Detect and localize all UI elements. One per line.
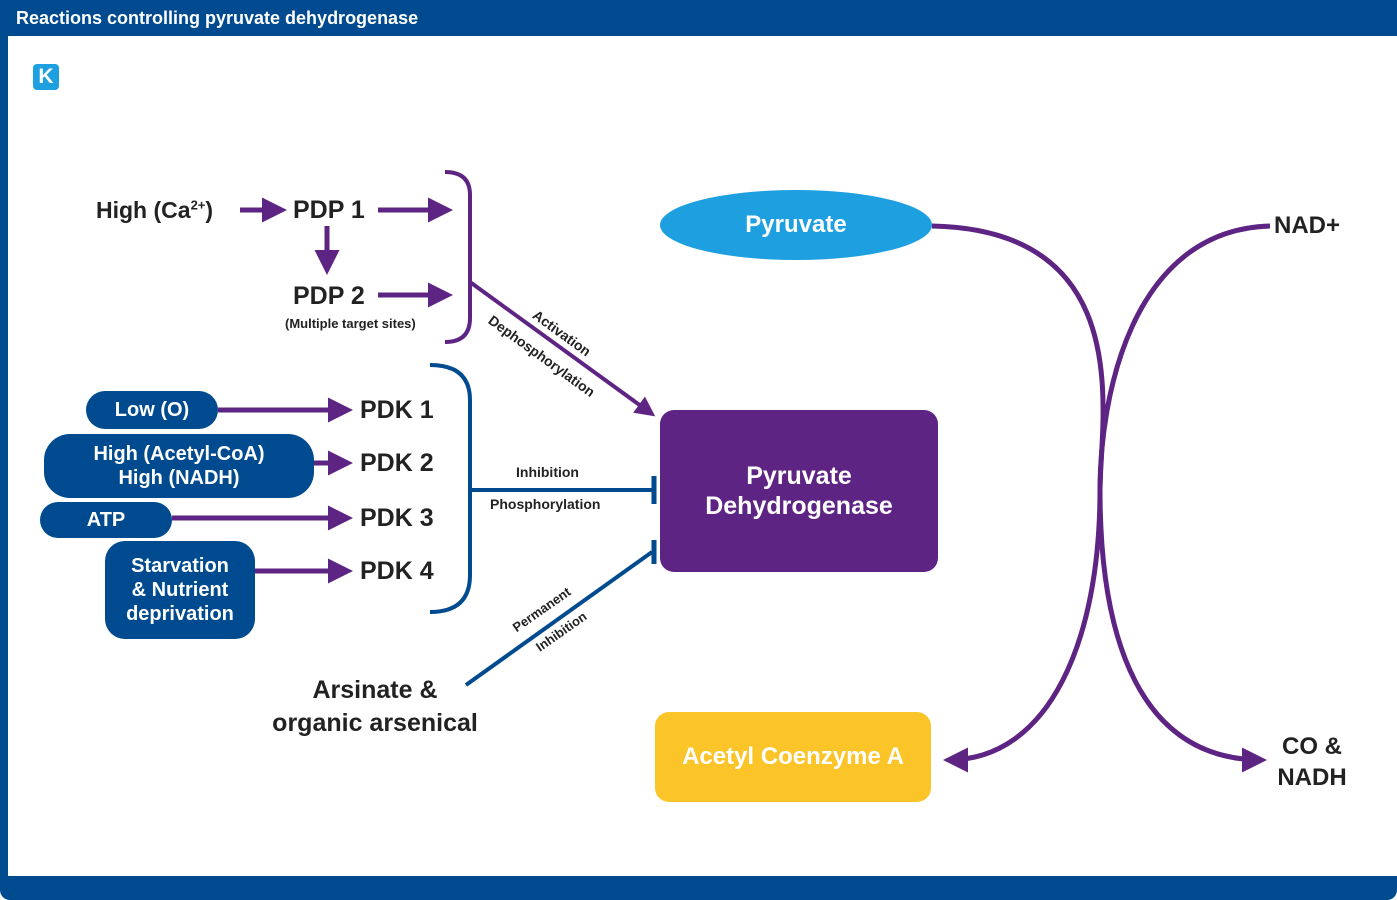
arsinate-line-1: Arsinate & (312, 676, 438, 704)
pyruvate-to-acetylcoa-curve (931, 223, 1106, 773)
phosphorylation-label: Phosphorylation (490, 496, 601, 512)
pdp-bracket (444, 170, 472, 344)
starvation-text-2: & Nutrient (131, 579, 229, 601)
pyruvate-node: Pyruvate (660, 190, 932, 260)
panel-label: K (33, 64, 59, 90)
nadh-high-text: High (NADH) (118, 467, 240, 489)
high-ca-label: High (Ca2+) (96, 197, 214, 223)
arsinate-label: Arsinate & organic arsenical (255, 674, 495, 739)
activation-arrow (468, 280, 656, 417)
frame-left-border (0, 36, 8, 888)
co-nadh-label: CO & NADH (1262, 731, 1362, 793)
co-line: CO & (1282, 733, 1342, 760)
pdk1-label: PDK 1 (360, 396, 434, 424)
acetyl-coa-text: High (Acetyl-CoA) (93, 443, 265, 465)
pdk3-label: PDK 3 (360, 504, 434, 532)
title-bar: Reactions controlling pyruvate dehydroge… (0, 0, 1397, 36)
permanent-inhibition-line (464, 550, 654, 687)
acetyl-coa-nadh-node: High (Acetyl-CoA) High (NADH) (44, 434, 314, 498)
nad-plus-label: NAD+ (1274, 212, 1341, 239)
pdk4-label: PDK 4 (360, 557, 434, 585)
starvation-node: Starvation & Nutrient deprivation (105, 541, 255, 639)
starvation-text-3: deprivation (126, 603, 234, 625)
nad-to-co-curve (1097, 223, 1271, 773)
pyruvate-dehydrogenase-node: Pyruvate Dehydrogenase (660, 410, 938, 572)
frame-bottom-border (0, 876, 1397, 900)
pdp2-note: (Multiple target sites) (285, 316, 416, 331)
pdk2-label: PDK 2 (360, 449, 434, 477)
pdp1-label: PDP 1 (293, 196, 365, 224)
acetyl-coenzyme-a-node: Acetyl Coenzyme A (655, 712, 931, 802)
low-o-node: Low (O) (86, 391, 218, 429)
inhibition-label: Inhibition (516, 464, 579, 480)
nadh-line: NADH (1277, 764, 1347, 792)
starvation-text-1: Starvation (131, 555, 229, 577)
atp-node: ATP (40, 502, 172, 538)
pdh-text-2: Dehydrogenase (705, 492, 893, 520)
pdk-bracket (429, 363, 472, 614)
pdh-text-1: Pyruvate (746, 462, 852, 490)
pdp2-label: PDP 2 (293, 282, 365, 310)
arsinate-line-2: organic arsenical (272, 708, 478, 737)
figure-title: Reactions controlling pyruvate dehydroge… (16, 8, 419, 28)
